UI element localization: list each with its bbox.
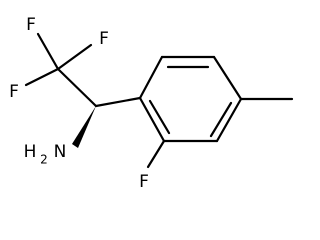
ring-bond-1 bbox=[138, 55, 164, 100]
ring-double-bond-left bbox=[148, 99, 171, 135]
ring-bond-6 bbox=[138, 96, 166, 143]
atom-amine-n: N bbox=[54, 142, 67, 162]
bond-cf3-f-top-left bbox=[36, 32, 60, 71]
ring-bond-3 bbox=[212, 55, 243, 101]
bond-stereocenter-to-ring bbox=[94, 96, 142, 108]
atom-f-top-right: F bbox=[99, 29, 109, 49]
ring-bond-4 bbox=[215, 97, 243, 143]
molecule-structure: F F F H 2 N F bbox=[9, 15, 294, 192]
atom-amine-subscript: 2 bbox=[40, 153, 48, 167]
atom-f-left: F bbox=[9, 82, 19, 102]
bond-cf3-f-left bbox=[24, 67, 60, 87]
atom-amine-h: H bbox=[24, 142, 37, 162]
atom-f-ring: F bbox=[139, 172, 149, 192]
atom-f-top-left: F bbox=[26, 15, 36, 35]
wedge-bond-amine bbox=[72, 106, 96, 148]
bond-cf3-to-stereocenter bbox=[56, 67, 98, 108]
bond-ring-fluorine bbox=[146, 139, 166, 169]
ring-double-bond-right bbox=[209, 101, 233, 138]
bond-cf3-f-top-right bbox=[56, 43, 93, 71]
